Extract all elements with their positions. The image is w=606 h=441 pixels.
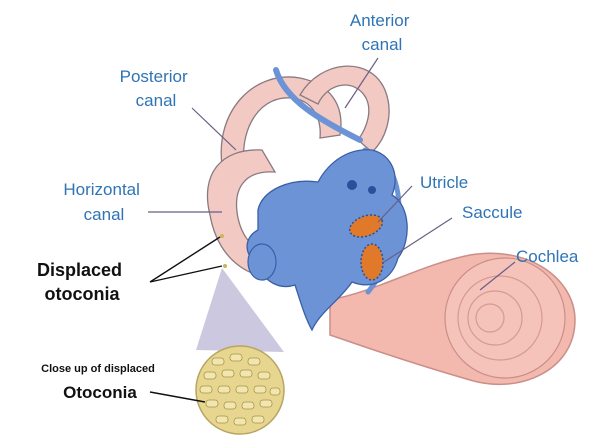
otoconia-speck-2 [223,264,227,268]
otoconia-closeup [196,346,284,434]
horizontal-canal-label: Horizontal canal [63,180,144,224]
saccule-label: Saccule [462,203,522,222]
cochlea-label: Cochlea [516,247,579,266]
saccule-macula [361,244,383,280]
posterior-canal-label: Posterior canal [120,67,193,110]
displaced-otoconia-label: Displaced otoconia [37,260,127,304]
leader-displaced-1 [150,237,220,282]
anterior-canal-label: Anterior canal [350,11,414,54]
utricle-label: Utricle [420,173,468,192]
closeup-caption: Close up of displaced [41,363,155,375]
closeup-title: Otoconia [63,383,137,402]
otoconia-speck-1 [220,234,224,238]
leader-displaced-2 [150,266,222,282]
